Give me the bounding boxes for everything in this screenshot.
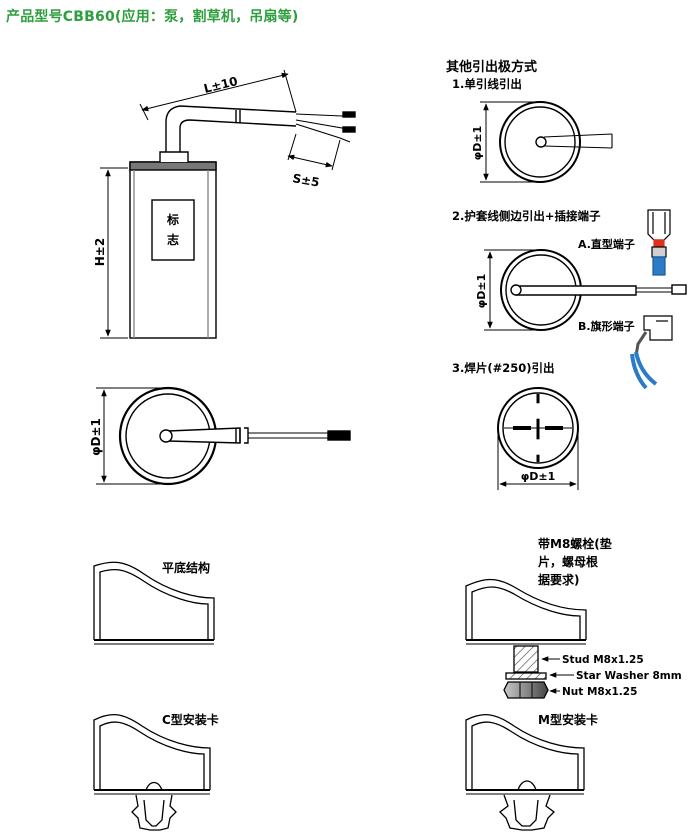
m8-bolt-label-1: 带M8螺栓(垫: [538, 536, 612, 551]
m8-bolt-drawing: [465, 578, 587, 699]
c-clip-label: C型安装卡: [162, 712, 219, 727]
method3-label: 3.焊片(#250)引出: [452, 361, 555, 375]
flag-terminal-icon: [630, 315, 673, 390]
nut-label: Nut M8x1.25: [562, 686, 637, 698]
strip-dimension: [287, 133, 341, 171]
terminal-b-label: B.旗形端子: [578, 319, 635, 333]
method2-label: 2.护套线侧边引出+插接端子: [452, 209, 601, 223]
star-washer-label: Star Washer 8mm: [576, 670, 682, 682]
method2-drawing: [500, 249, 687, 331]
m8-bolt-label-3: 据要求): [538, 572, 580, 587]
stud-label: Stud M8x1.25: [562, 654, 644, 666]
diameter-label-2: φD±1: [475, 274, 488, 309]
method3-drawing: [497, 387, 579, 469]
length-dimension: [139, 69, 297, 121]
strip-tolerance-label: S±5: [291, 171, 320, 189]
diameter-label-1: φD±1: [471, 126, 484, 161]
flat-bottom-drawing: [93, 561, 215, 645]
diameter-label-3: φD±1: [521, 470, 556, 483]
method1-drawing: [499, 101, 613, 183]
method1-label: 1.单引线引出: [452, 77, 522, 91]
height-tolerance-label: H±2: [93, 238, 107, 266]
diameter-dimension-1: [480, 101, 540, 183]
other-methods-heading: 其他引出极方式: [446, 59, 537, 75]
c-clip-drawing: [93, 714, 211, 831]
capacitor-side-view: [129, 105, 356, 339]
diameter-dimension-3: [497, 430, 579, 490]
m-clip-label: M型安装卡: [538, 712, 598, 727]
terminal-a-label: A.直型端子: [578, 237, 635, 251]
page-title: 产品型号CBB60(应用：泵，割草机，吊扇等): [6, 9, 299, 25]
diameter-dimension-main: [96, 387, 168, 485]
flat-bottom-label: 平底结构: [162, 560, 210, 575]
height-dimension: [100, 167, 128, 339]
marking-label-1: 标: [166, 212, 179, 227]
m8-bolt-leaders: [541, 656, 574, 694]
straight-terminal-icon: [647, 209, 671, 276]
m8-bolt-label-2: 片，螺母根: [538, 554, 598, 569]
diameter-dimension-2: [484, 249, 541, 331]
marking-label-2: 志: [167, 232, 179, 247]
capacitor-top-view: [118, 386, 351, 486]
diameter-label-main: φD±1: [89, 418, 103, 456]
length-tolerance-label: L±10: [202, 74, 239, 96]
m-clip-drawing: [465, 714, 585, 831]
